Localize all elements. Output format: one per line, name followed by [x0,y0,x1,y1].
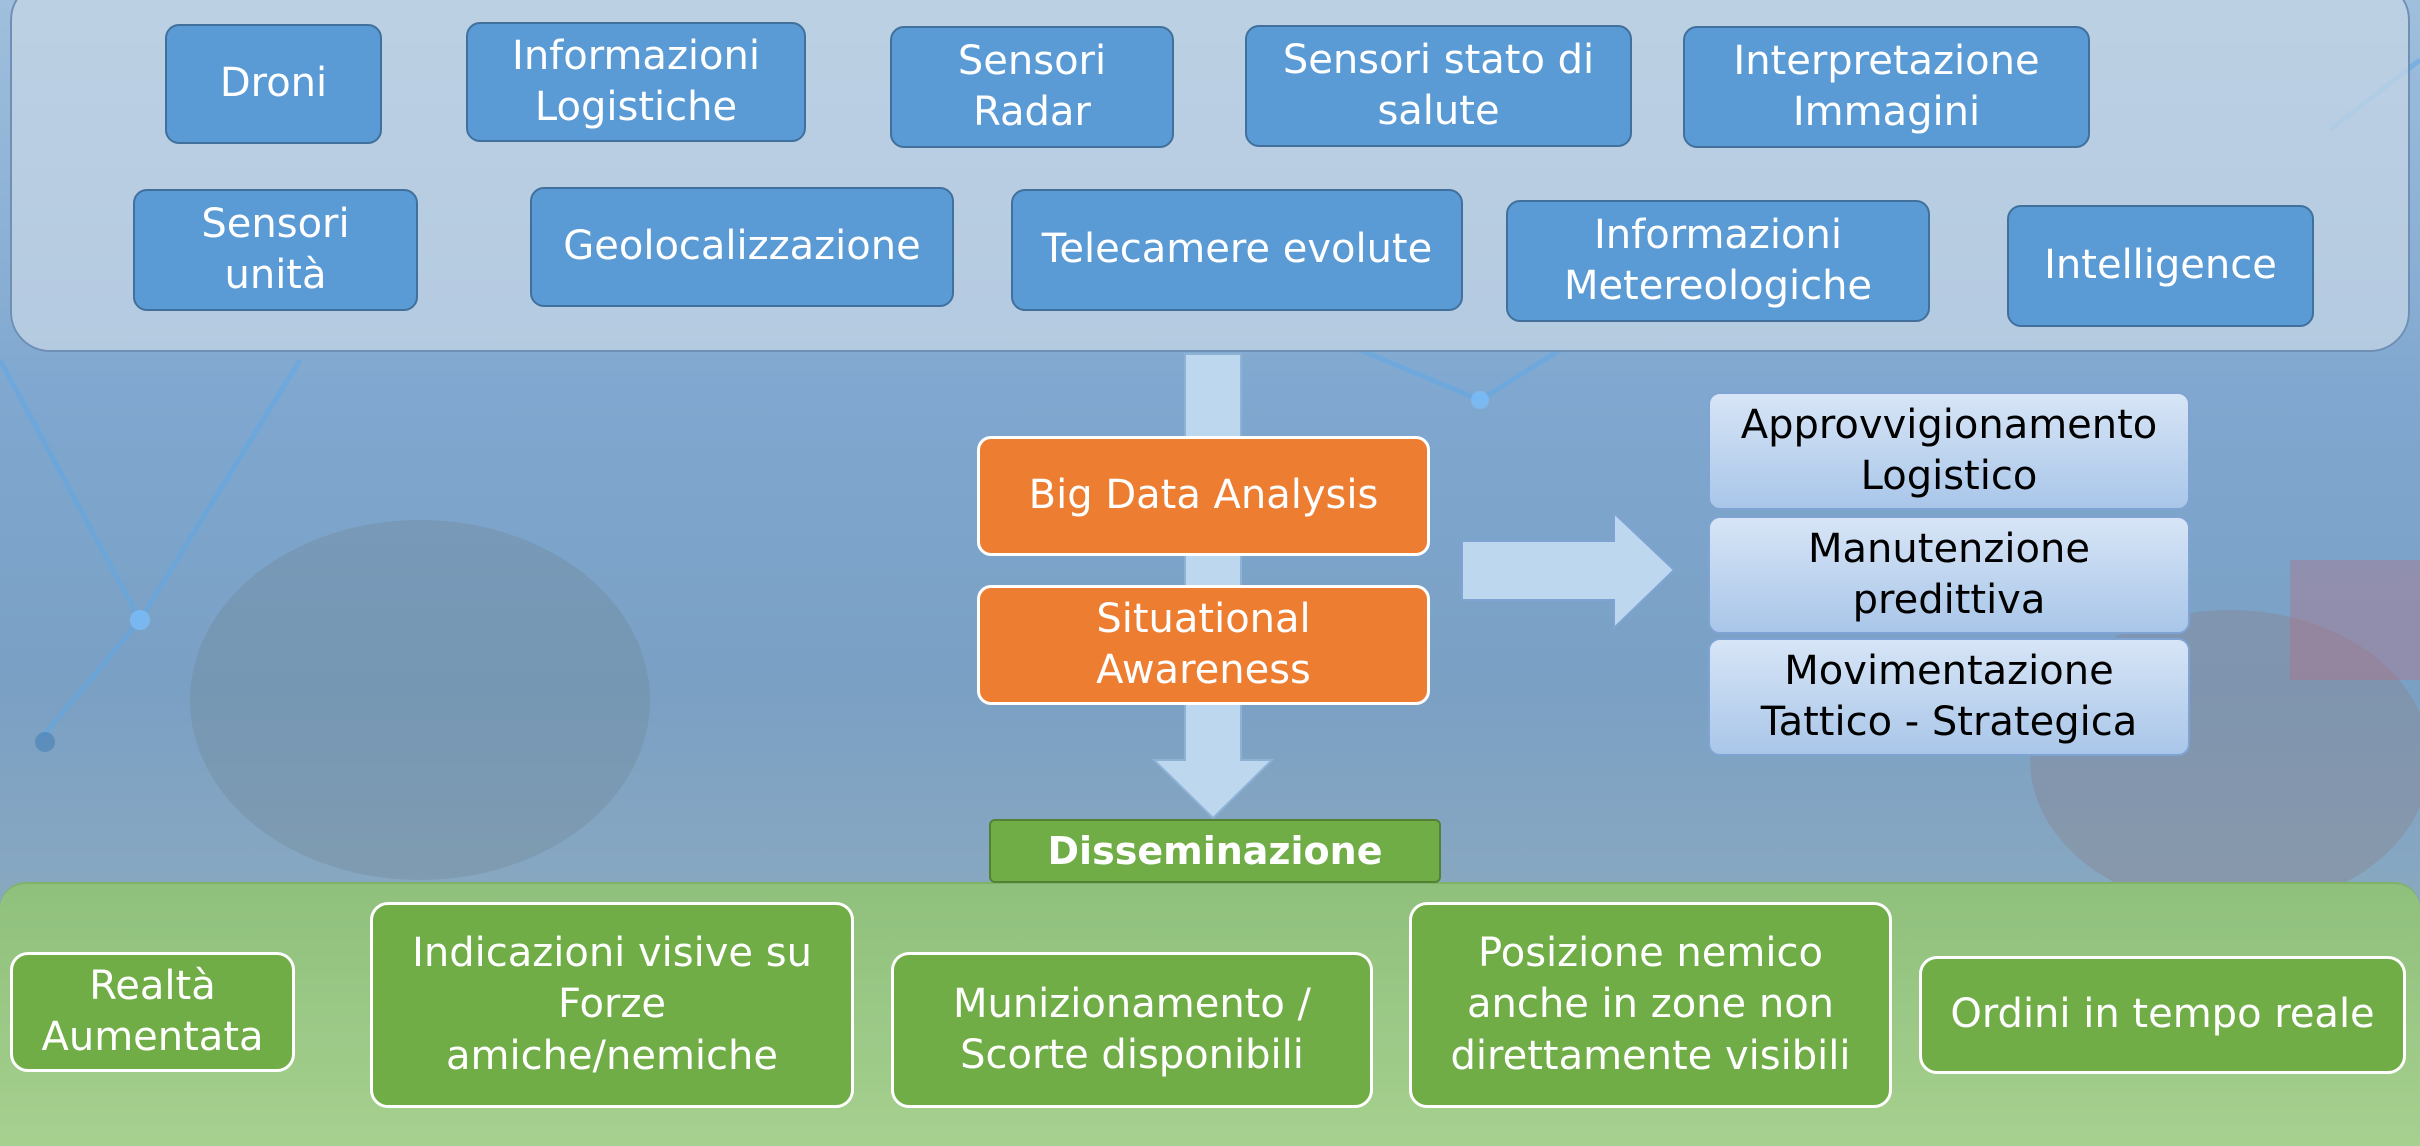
outcome-manutenzione-predittiva: Manutenzione predittiva [1708,516,2190,634]
source-informazioni-logistiche: Informazioni Logistiche [466,22,806,142]
dissemination-indicazioni-visive: Indicazioni visive su Forze amiche/nemic… [370,902,854,1108]
outcome-approvvigionamento-logistico: Approvvigionamento Logistico [1708,392,2190,510]
source-intelligence: Intelligence [2007,205,2314,327]
dissemination-posizione-nemico: Posizione nemico anche in zone non diret… [1409,902,1892,1108]
big-data-analysis: Big Data Analysis [977,436,1430,556]
source-geolocalizzazione: Geolocalizzazione [530,187,954,307]
source-interpretazione-immagini: Interpretazione Immagini [1683,26,2090,148]
source-sensori-stato-salute: Sensori stato di salute [1245,25,1632,147]
dissemination-ordini-tempo-reale: Ordini in tempo reale [1919,956,2406,1074]
source-sensori-radar: Sensori Radar [890,26,1174,148]
source-informazioni-metereologiche: Informazioni Metereologiche [1506,200,1930,322]
situational-awareness: Situational Awareness [977,585,1430,705]
right-arrow [1461,510,1676,631]
outcome-movimentazione-tattico-strategica: Movimentazione Tattico - Strategica [1708,638,2190,756]
dissemination-munizionamento-scorte: Munizionamento / Scorte disponibili [891,952,1373,1108]
source-droni: Droni [165,24,382,144]
dissemination-realta-aumentata: Realtà Aumentata [10,952,295,1072]
source-sensori-unita: Sensori unità [133,189,418,311]
dissemination-label: Disseminazione [989,819,1441,883]
source-telecamere-evolute: Telecamere evolute [1011,189,1463,311]
